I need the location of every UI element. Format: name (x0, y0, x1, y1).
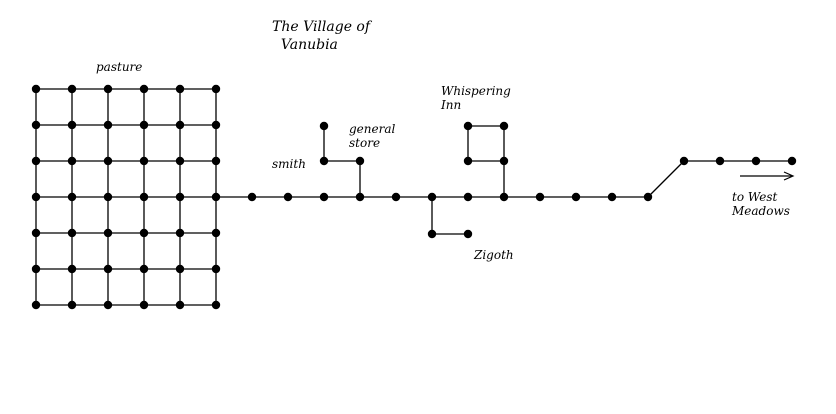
pasture-node (139, 156, 149, 166)
road-node (391, 192, 401, 202)
pasture-node (211, 84, 221, 94)
pasture-node (31, 228, 41, 238)
west-road-node (715, 156, 725, 166)
pasture-node (31, 120, 41, 130)
pasture-node (67, 156, 77, 166)
road-node (355, 192, 365, 202)
west-road-node (751, 156, 761, 166)
west-road-node (787, 156, 797, 166)
road-node (319, 192, 329, 202)
general-store-node (355, 156, 365, 166)
pasture-node (103, 192, 113, 202)
smith-node (319, 121, 329, 131)
west-road-node (679, 156, 689, 166)
general-store-label: general store (349, 122, 396, 150)
pasture-node (103, 120, 113, 130)
pasture-node (139, 228, 149, 238)
pasture-node (175, 300, 185, 310)
road-node (499, 192, 509, 202)
pasture-node (67, 264, 77, 274)
direction-arrow-head (783, 171, 795, 181)
locations (31, 84, 797, 310)
paths (35, 88, 792, 306)
pasture-label: pasture (96, 60, 143, 74)
west-road (647, 160, 685, 198)
pasture-node (67, 300, 77, 310)
pasture-node (139, 120, 149, 130)
pasture-node (103, 264, 113, 274)
pasture-node (175, 228, 185, 238)
pasture-node (211, 228, 221, 238)
pasture-node (31, 264, 41, 274)
pasture-node (31, 300, 41, 310)
pasture-node (211, 264, 221, 274)
pasture-node (175, 264, 185, 274)
pasture-node (67, 120, 77, 130)
pasture-node (211, 300, 221, 310)
pasture-node (31, 84, 41, 94)
pasture-node (103, 300, 113, 310)
road-node (571, 192, 581, 202)
road-node (463, 192, 473, 202)
zigoth-node (427, 229, 437, 239)
pasture-node (175, 192, 185, 202)
pasture-node (211, 192, 221, 202)
inn-node (499, 156, 509, 166)
smith-node (319, 156, 329, 166)
inn-node (463, 156, 473, 166)
pasture-node (175, 120, 185, 130)
road-node (283, 192, 293, 202)
pasture-node (139, 192, 149, 202)
pasture-node (211, 156, 221, 166)
pasture-node (67, 192, 77, 202)
road-node (247, 192, 257, 202)
pasture-node (139, 264, 149, 274)
inn-node (463, 121, 473, 131)
pasture-node (31, 156, 41, 166)
west-meadows-label: to West Meadows (732, 190, 790, 218)
map-title: The Village of Vanubia (272, 19, 371, 53)
pasture-node (31, 192, 41, 202)
pasture-node (139, 300, 149, 310)
smith-label: smith (272, 157, 306, 171)
zigoth-label: Zigoth (474, 248, 514, 262)
pasture-node (175, 156, 185, 166)
pasture-node (211, 120, 221, 130)
pasture-node (67, 228, 77, 238)
inn-node (499, 121, 509, 131)
zigoth-node (463, 229, 473, 239)
road-node (427, 192, 437, 202)
whispering-inn-label: Whispering Inn (441, 84, 511, 112)
pasture-node (67, 84, 77, 94)
pasture-node (103, 228, 113, 238)
pasture-node (103, 156, 113, 166)
road-node (535, 192, 545, 202)
pasture-node (103, 84, 113, 94)
pasture-node (139, 84, 149, 94)
road-node (607, 192, 617, 202)
pasture-node (175, 84, 185, 94)
road-node (643, 192, 653, 202)
